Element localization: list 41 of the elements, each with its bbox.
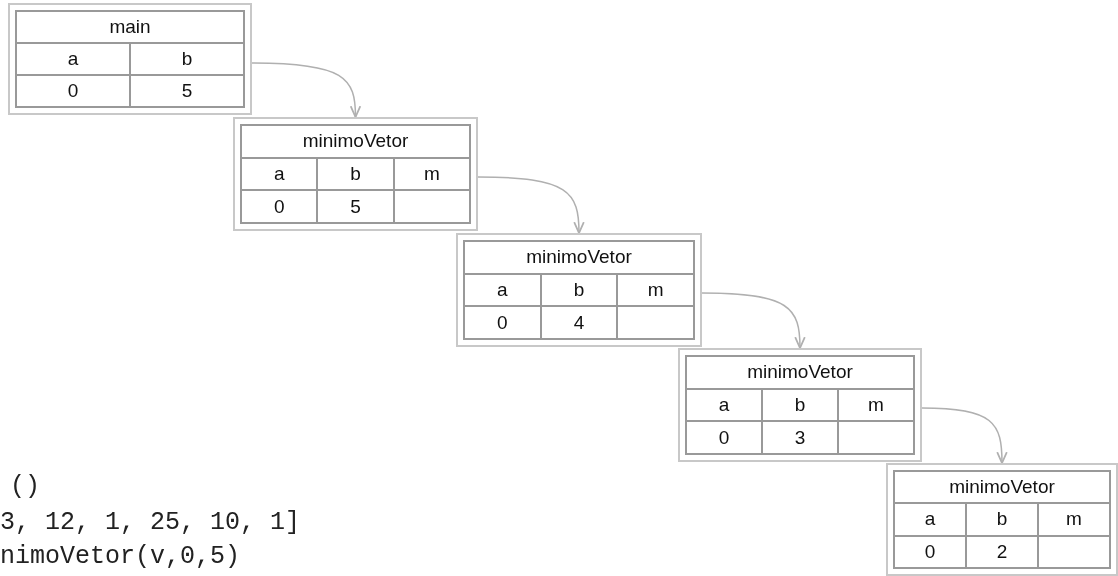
variable-value: 0 [686,421,762,454]
variable-name: b [130,43,244,75]
arrow [251,62,361,118]
variable-name: b [966,503,1038,536]
variable-name: b [317,157,394,191]
arrow [921,407,1008,464]
stack-frame [886,463,1118,576]
variable-value: 2 [966,535,1038,568]
stack-frame [233,117,478,231]
arrow [701,292,806,349]
code-line: 3, 12, 1, 25, 10, 1] [0,508,301,537]
stack-frame [8,3,252,115]
variable-value: 0 [241,190,318,223]
frame-title: minimoVetor [241,125,470,158]
stack-frame [456,233,702,347]
variable-name: a [686,388,762,422]
variable-name: m [1038,503,1110,536]
frame-title: minimoVetor [894,471,1110,504]
variable-name: m [393,157,470,191]
variable-name: a [464,273,541,307]
frame-title: minimoVetor [464,241,694,274]
variable-name: m [838,388,914,422]
variable-name: a [241,157,318,191]
variable-name: a [894,503,966,536]
variable-value: 0 [894,535,966,568]
variable-value: 5 [317,190,394,223]
variable-name: m [617,273,694,307]
arrow [477,176,585,234]
frame-title: main [16,11,244,43]
variable-name: b [540,273,618,307]
code-line: nimoVetor(v,0,5) [0,542,241,571]
variable-value: 5 [130,75,244,107]
variable-name: a [16,43,130,75]
variable-value: 0 [464,306,541,339]
variable-value: 4 [540,306,618,339]
variable-value: 3 [762,421,838,454]
frame-title: minimoVetor [686,356,914,389]
variable-value: 0 [16,75,130,107]
variable-name: b [762,388,838,422]
code-line: () [10,472,40,501]
stack-frame [678,348,922,462]
